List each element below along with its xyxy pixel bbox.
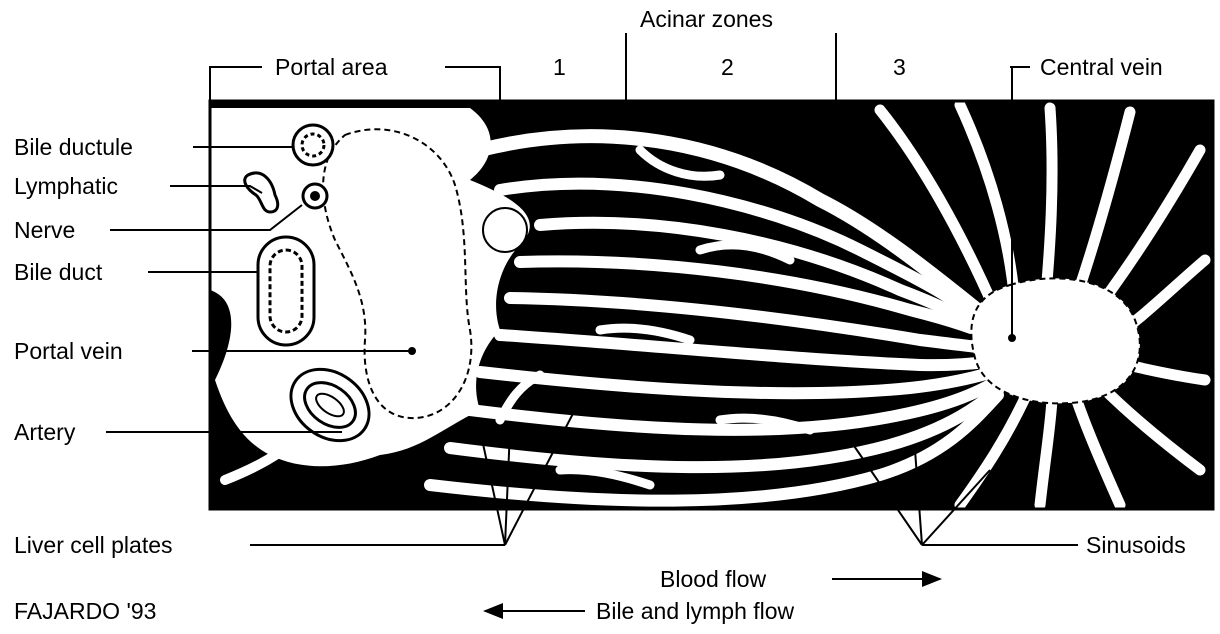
sinusoid-inlet [483,208,527,252]
bile-ductule-label: Bile ductule [14,136,133,159]
sinusoids-label: Sinusoids [1086,534,1186,557]
bile-duct-structure [258,237,314,345]
central-vein-label: Central vein [1040,56,1163,79]
zone-1-label: 1 [553,56,566,79]
zone-2-label: 2 [721,56,734,79]
nerve-label: Nerve [14,219,75,242]
nerve-structure [303,184,327,208]
blood-flow-label: Blood flow [660,568,766,591]
artery-label: Artery [14,421,75,444]
tissue-panel [210,101,1213,509]
credit-label: FAJARDO '93 [14,600,156,623]
acinar-zones-label: Acinar zones [640,8,773,31]
bile-ductule-structure [293,125,333,165]
central-vein-vessel [971,278,1140,403]
zone-3-label: 3 [893,56,906,79]
lymphatic-label: Lymphatic [14,175,118,198]
bile-lymph-flow-label: Bile and lymph flow [596,600,794,623]
portal-vein-label: Portal vein [14,340,123,363]
liver-cell-plates-label: Liver cell plates [14,534,173,557]
portal-area-label: Portal area [275,56,388,79]
bile-duct-label: Bile duct [14,261,102,284]
